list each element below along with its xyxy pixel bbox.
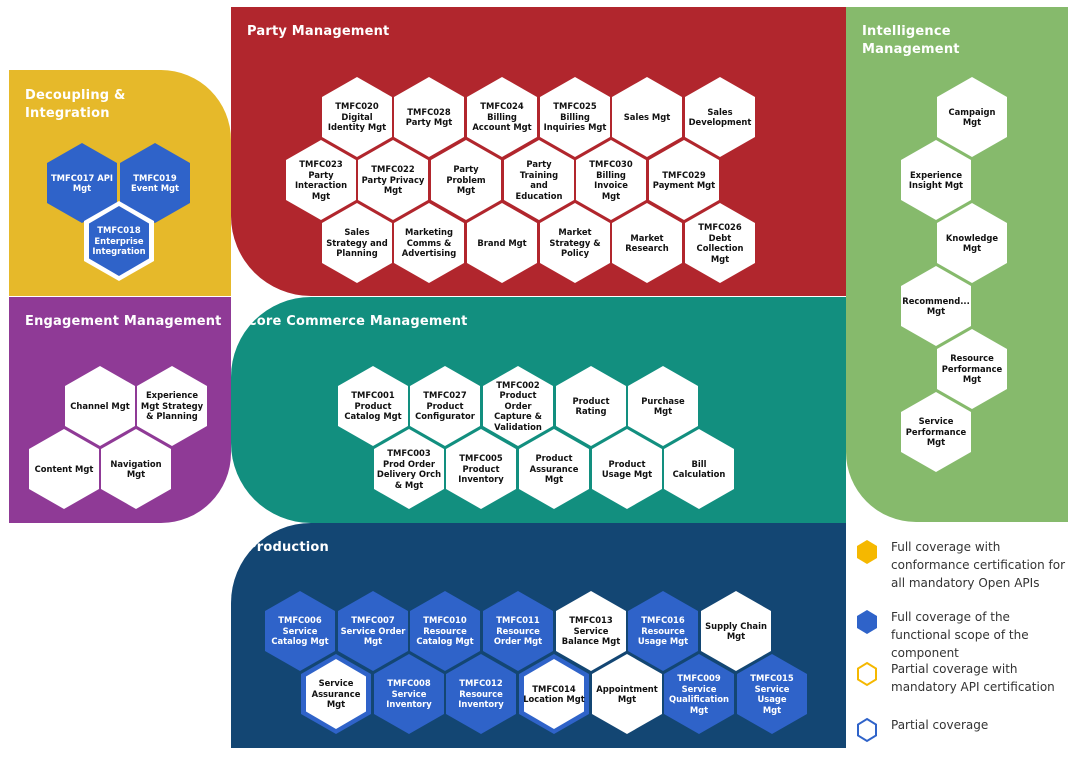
component-hex[interactable]: Experience Mgt Strategy & Planning [137, 366, 207, 446]
component-hex[interactable]: TMFC003 Prod Order Delivery Orch & Mgt [374, 429, 444, 509]
component-hex[interactable]: TMFC029 Payment Mgt [649, 140, 719, 220]
legend-item: Partial coverage [855, 716, 1070, 744]
component-hex[interactable]: Product Assurance Mgt [519, 429, 589, 509]
component-hex[interactable]: Product Usage Mgt [592, 429, 662, 509]
component-hex[interactable]: TMFC027 Product Configurator [410, 366, 480, 446]
panel-title-intelligence: Intelligence Management [862, 24, 960, 57]
blue-filled-hex-icon [857, 610, 877, 634]
component-hex[interactable]: TMFC030 Billing Invoice Mgt [576, 140, 646, 220]
yellow-outline-hex-icon [857, 661, 877, 687]
component-hex[interactable]: Market Strategy & Policy [540, 203, 610, 283]
panel-title-decoupling: Decoupling & Integration [25, 88, 126, 121]
component-hex[interactable]: Sales Mgt [612, 77, 682, 157]
component-hex[interactable]: Campaign Mgt [937, 77, 1007, 157]
component-hex[interactable]: TMFC002 Product Order Capture & Validati… [483, 366, 553, 446]
component-hex[interactable]: Channel Mgt [65, 366, 135, 446]
panel-title-engagement: Engagement Management [25, 314, 222, 329]
legend-item: Full coverage with conformance certifica… [855, 538, 1070, 592]
yellow-filled-hex-icon [857, 540, 877, 564]
component-hex[interactable]: TMFC025 Billing Inquiries Mgt [540, 77, 610, 157]
component-hex[interactable]: Experience Insight Mgt [901, 140, 971, 220]
component-hex[interactable]: Party Training and Education [504, 140, 574, 220]
blue-outline-hex-icon [857, 717, 877, 743]
legend-item: Full coverage of the functional scope of… [855, 608, 1070, 662]
legend: Full coverage with conformance certifica… [855, 538, 1070, 748]
component-hex[interactable]: Recommend... Mgt [901, 266, 971, 346]
component-hex[interactable]: TMFC001 Product Catalog Mgt [338, 366, 408, 446]
component-hex[interactable]: Navigation Mgt [101, 429, 171, 509]
legend-item: Partial coverage with mandatory API cert… [855, 660, 1070, 696]
component-hex[interactable]: Market Research [612, 203, 682, 283]
component-hex[interactable]: Product Rating [556, 366, 626, 446]
component-hex[interactable]: Service Performance Mgt [901, 392, 971, 472]
component-hex[interactable]: TMFC026 Debt Collection Mgt [685, 203, 755, 283]
panel-title-production: Production [247, 540, 329, 555]
component-hex[interactable]: Content Mgt [29, 429, 99, 509]
component-hex[interactable]: Bill Calculation [664, 429, 734, 509]
panel-title-party: Party Management [247, 24, 390, 39]
component-hex[interactable]: Purchase Mgt [628, 366, 698, 446]
component-hex[interactable]: TMFC005 Product Inventory [446, 429, 516, 509]
component-hex[interactable]: Sales Development [685, 77, 755, 157]
panel-title-core-commerce: Core Commerce Management [247, 314, 468, 329]
component-hex[interactable]: Resource Performance Mgt [937, 329, 1007, 409]
component-hex[interactable]: Knowledge Mgt [937, 203, 1007, 283]
